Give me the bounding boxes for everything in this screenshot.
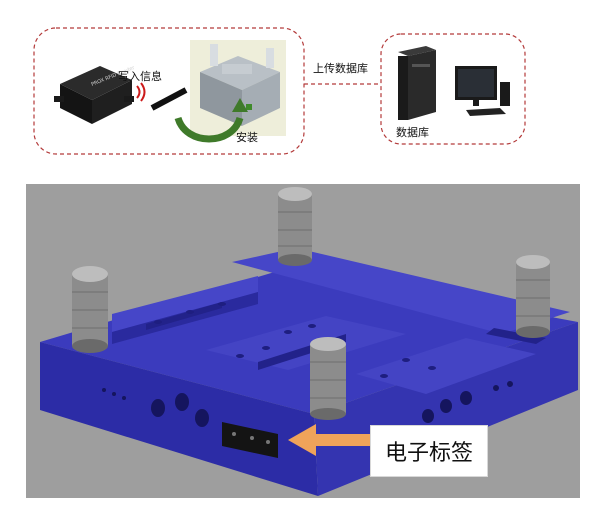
- electronic-tag-label: 电子标签: [384, 441, 473, 466]
- workstation-icon: [455, 66, 510, 116]
- guide-pillar: [310, 337, 346, 420]
- database-label: 数据库: [396, 126, 429, 139]
- guide-pillar: [72, 266, 108, 353]
- install-label: 安装: [236, 131, 258, 144]
- electronic-tag-icon: [222, 422, 278, 458]
- write-info-label: 写入信息: [118, 70, 162, 83]
- install-arrow-icon: [174, 98, 248, 143]
- top-diagram: PROX RFID Reader: [33, 27, 526, 155]
- server-tower-icon: [398, 46, 436, 120]
- electronic-tag-callout: 电子标签: [370, 425, 488, 477]
- upload-database-label: 上传数据库: [313, 62, 368, 75]
- callout-arrow-icon: [288, 424, 370, 456]
- signal-waves-icon: [136, 82, 146, 102]
- guide-pillar: [278, 187, 312, 266]
- write-install-group-border: [33, 27, 305, 155]
- tag-bar-icon: [150, 87, 188, 111]
- guide-pillar: [516, 255, 550, 338]
- database-group-border: [380, 33, 526, 145]
- mold-render: [26, 184, 580, 498]
- rfid-reader-icon: PROX RFID Reader: [54, 65, 136, 124]
